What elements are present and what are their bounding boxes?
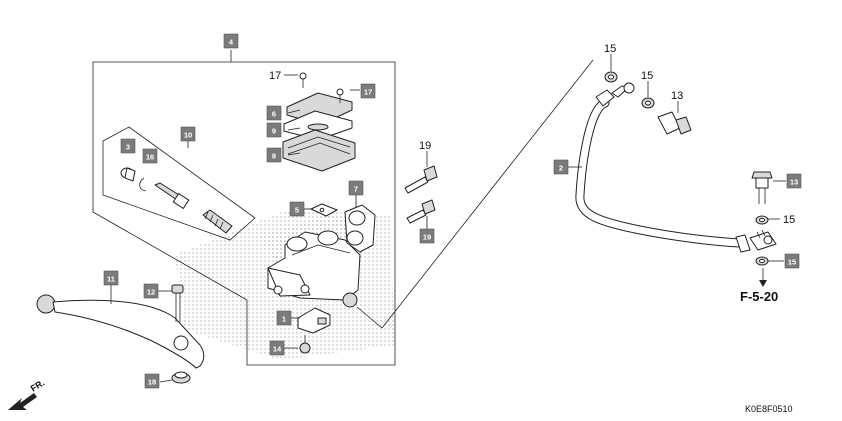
- callout-15-third: 15: [783, 214, 795, 226]
- svg-text:11: 11: [107, 275, 115, 284]
- callout-9: 9: [266, 122, 282, 138]
- master-cylinder-body: [267, 230, 361, 308]
- reference-arrow: [759, 268, 767, 287]
- reservoir-cap-parts: [282, 72, 356, 172]
- brake-lever: [36, 294, 205, 369]
- callout-12: 12: [143, 283, 159, 299]
- callout-17: 17: [360, 83, 376, 99]
- callout-6: 6: [266, 105, 282, 121]
- svg-text:17: 17: [364, 88, 372, 97]
- svg-text:18: 18: [148, 378, 156, 387]
- sealing-washers: [604, 71, 769, 266]
- callout-17-plain: 17: [269, 70, 281, 82]
- svg-text:19: 19: [419, 140, 431, 152]
- svg-text:16: 16: [146, 153, 154, 162]
- reference-label: F-5-20: [740, 289, 778, 304]
- holder-bolts: [404, 165, 438, 224]
- callout-1: 1: [276, 310, 292, 326]
- callout-13: 13: [786, 173, 802, 189]
- svg-text:13: 13: [671, 90, 683, 102]
- svg-text:2: 2: [559, 164, 563, 173]
- svg-text:6: 6: [272, 110, 276, 119]
- callout-13-plain: 13: [671, 90, 683, 102]
- svg-text:13: 13: [790, 178, 798, 187]
- callout-15-top: 15: [604, 43, 616, 55]
- svg-text:15: 15: [604, 43, 616, 55]
- svg-text:5: 5: [295, 206, 299, 215]
- callout-18: 18: [144, 373, 160, 389]
- callout-8: 8: [266, 147, 282, 163]
- direction-label: FR.: [29, 378, 47, 394]
- svg-text:8: 8: [272, 152, 276, 161]
- svg-text:17: 17: [269, 70, 281, 82]
- brake-hose: [575, 82, 777, 253]
- svg-text:10: 10: [184, 131, 192, 140]
- svg-text:9: 9: [272, 127, 276, 136]
- svg-text:15: 15: [788, 258, 796, 267]
- callout-19: 19: [419, 228, 435, 244]
- callout-3: 3: [120, 138, 136, 154]
- leader-lines: [110, 54, 786, 383]
- callout-2: 2: [553, 159, 569, 175]
- callout-7: 7: [348, 180, 364, 196]
- piston-kit-outline: [102, 126, 256, 241]
- callout-15-box: 15: [784, 253, 800, 269]
- svg-text:19: 19: [423, 233, 431, 242]
- svg-text:15: 15: [641, 70, 653, 82]
- svg-text:7: 7: [354, 185, 358, 194]
- holder-clamp: [344, 204, 376, 253]
- callout-16: 16: [142, 148, 158, 164]
- piston-kit-parts: [120, 167, 233, 234]
- diagram-code: K0E8F0510: [745, 404, 793, 414]
- callout-19-plain: 19: [419, 140, 431, 152]
- callout-11: 11: [103, 270, 119, 286]
- svg-text:1: 1: [282, 315, 286, 324]
- oil-bolts: [657, 111, 773, 204]
- callout-10: 10: [180, 126, 196, 142]
- lever-pivot-bolt: [171, 284, 184, 322]
- callout-5: 5: [289, 201, 305, 217]
- assembly-outline: [92, 50, 396, 366]
- callout-14: 14: [269, 340, 285, 356]
- stopper-plate: [310, 203, 338, 217]
- brake-switch: [297, 307, 331, 354]
- svg-text:15: 15: [783, 214, 795, 226]
- direction-arrow: [8, 393, 37, 410]
- svg-text:12: 12: [147, 288, 155, 297]
- callout-4: 4: [223, 33, 239, 49]
- svg-text:4: 4: [229, 38, 234, 47]
- svg-text:3: 3: [126, 143, 130, 152]
- lever-pivot-nut: [171, 371, 191, 384]
- callout-15-second: 15: [641, 70, 653, 82]
- svg-text:14: 14: [273, 345, 282, 354]
